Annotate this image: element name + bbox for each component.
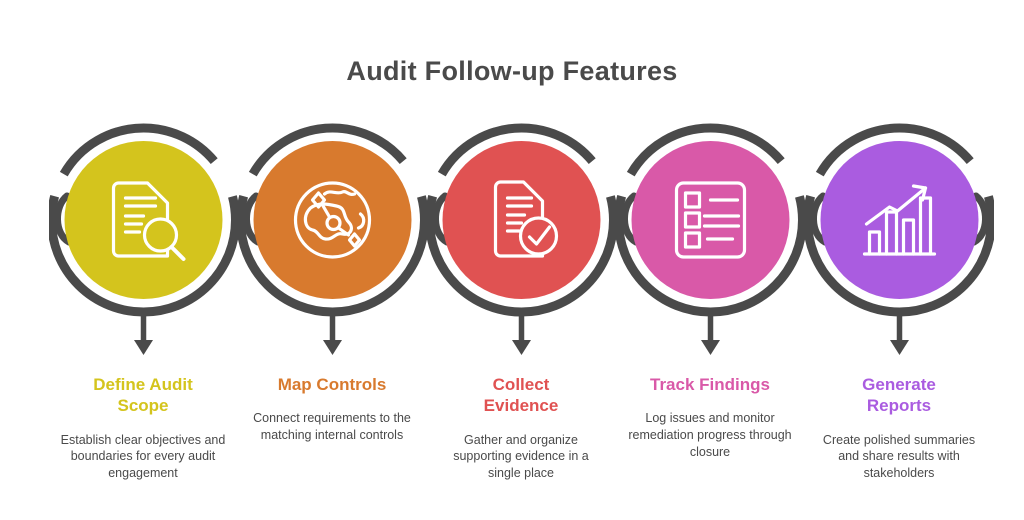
route-map-icon xyxy=(293,181,371,259)
step-description: Gather and organize supporting evidence … xyxy=(453,432,589,481)
step-item-track-findings: Track Findings Log issues and monitor re… xyxy=(615,112,805,482)
down-arrow-head xyxy=(889,340,909,355)
step-circle xyxy=(631,141,789,299)
sketch-ring xyxy=(237,123,427,317)
down-arrow-head xyxy=(133,340,153,355)
step-description: Establish clear objectives and boundarie… xyxy=(60,432,226,481)
step-graphic xyxy=(237,123,427,355)
step-item-generate-reports: Generate Reports Create polished summari… xyxy=(804,112,994,482)
infographic-title: Audit Follow-up Features xyxy=(346,56,678,86)
step-label: Map Controls xyxy=(277,375,387,394)
sketch-curl xyxy=(809,192,828,246)
step-label: Define Audit Scope xyxy=(93,375,193,416)
step-label: Track Findings xyxy=(650,375,770,394)
step-label: Generate Reports xyxy=(862,375,936,416)
sketch-ring xyxy=(48,123,238,317)
sketch-curl xyxy=(620,192,639,246)
step-item-define-audit-scope: Define Audit Scope Establish clear objec… xyxy=(48,112,238,482)
step-item-collect-evidence: Collect Evidence Gather and organize sup… xyxy=(426,112,616,482)
sketch-curl xyxy=(431,192,450,246)
sketch-curl xyxy=(242,192,261,246)
sketch-curl xyxy=(53,192,72,246)
sketch-ring xyxy=(804,123,994,317)
sketch-ring xyxy=(426,123,616,317)
down-arrow-head xyxy=(511,340,531,355)
step-circle xyxy=(442,141,600,299)
step-circle xyxy=(253,141,411,299)
checklist-icon xyxy=(674,181,746,259)
document-check-icon xyxy=(493,180,558,258)
sketch-ring xyxy=(615,123,805,317)
step-graphic xyxy=(804,123,994,355)
step-graphic xyxy=(615,123,805,355)
document-search-icon xyxy=(111,181,185,261)
down-arrow-head xyxy=(700,340,720,355)
step-graphic xyxy=(48,123,238,355)
chart-growth-icon xyxy=(862,184,936,256)
step-description: Connect requirements to the matching int… xyxy=(253,411,411,443)
step-circle xyxy=(820,141,978,299)
step-item-map-controls: Map Controls Connect requirements to the… xyxy=(237,112,427,482)
step-graphic xyxy=(426,123,616,355)
sketch-curl-right xyxy=(970,192,989,246)
step-description: Create polished summaries and share resu… xyxy=(822,432,976,481)
down-arrow-head xyxy=(322,340,342,355)
step-label: Collect Evidence xyxy=(483,375,559,416)
step-description: Log issues and monitor remediation progr… xyxy=(628,411,792,459)
steps-row: Define Audit Scope Establish clear objec… xyxy=(0,112,1024,482)
step-circle xyxy=(64,141,222,299)
